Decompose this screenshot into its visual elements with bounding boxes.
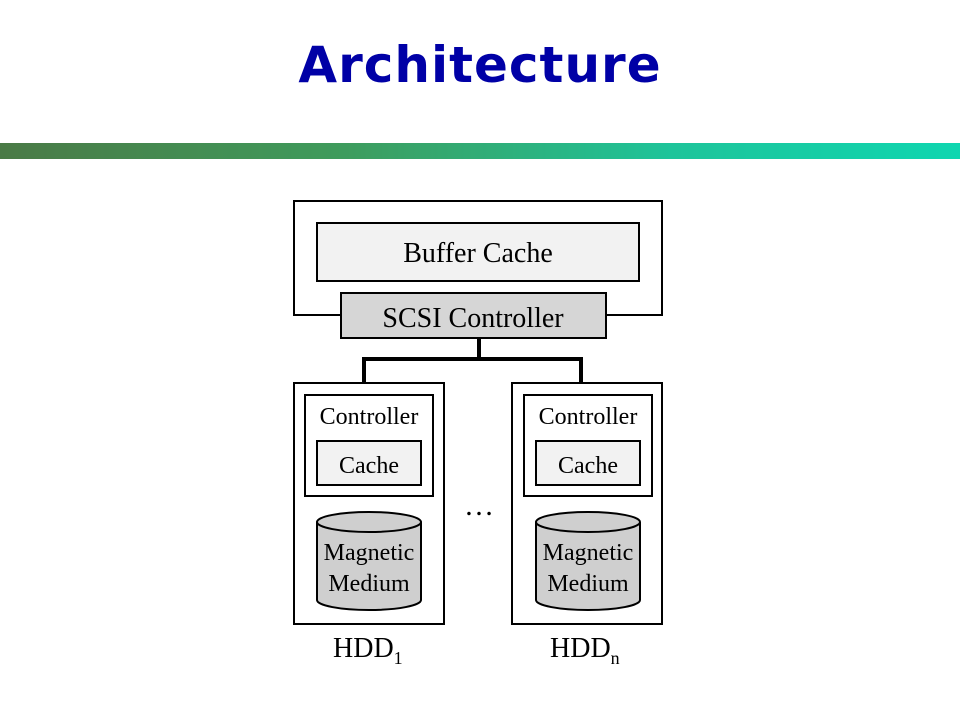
hdd-n-label: HDDn	[550, 633, 620, 668]
hdd-n-outline	[511, 382, 663, 625]
hdd-n-medium-label-line2: Medium	[547, 571, 629, 597]
hdd-1-label: HDD1	[333, 633, 403, 668]
buffer-cache-box	[316, 222, 640, 282]
hdd-1: Controller Cache Magnetic Medium HDD1	[293, 382, 445, 668]
hdd-n-controller-label: Controller	[539, 404, 638, 430]
page-title: Architecture	[298, 36, 662, 94]
scsi-bus	[362, 338, 583, 383]
buffer-cache-label: Buffer Cache	[403, 238, 553, 269]
hdd-1-label-subscript: 1	[394, 648, 403, 668]
hdd-1-medium-label-line1: Magnetic	[324, 540, 415, 566]
title-underline-bar	[0, 143, 960, 159]
hdd-n-magnetic-medium-cylinder	[535, 511, 641, 611]
hdd-1-outline	[293, 382, 445, 625]
hdd-n-medium-label-line1: Magnetic	[543, 540, 634, 566]
hdd-1-cache-label: Cache	[339, 453, 399, 479]
hdd-1-cache-box	[316, 440, 422, 486]
hdd-n-cache-box	[535, 440, 641, 486]
hdd-n-cache-label: Cache	[558, 453, 618, 479]
host-outline	[293, 200, 663, 316]
hdd-1-controller-box	[304, 394, 434, 497]
hdd-n: Controller Cache Magnetic Medium HDDn	[511, 382, 663, 668]
hdd-n-label-main: HDD	[550, 633, 611, 664]
scsi-controller-label: SCSI Controller	[382, 303, 564, 334]
hdd-1-medium-label-line2: Medium	[328, 571, 410, 597]
scsi-controller-box	[340, 292, 607, 339]
drives-ellipsis: …	[464, 489, 494, 522]
hdd-1-label-main: HDD	[333, 633, 394, 664]
hdd-n-label-subscript: n	[611, 648, 620, 668]
hdd-1-controller-label: Controller	[320, 404, 419, 430]
hdd-n-controller-box	[523, 394, 653, 497]
hdd-1-magnetic-medium-cylinder	[316, 511, 422, 611]
